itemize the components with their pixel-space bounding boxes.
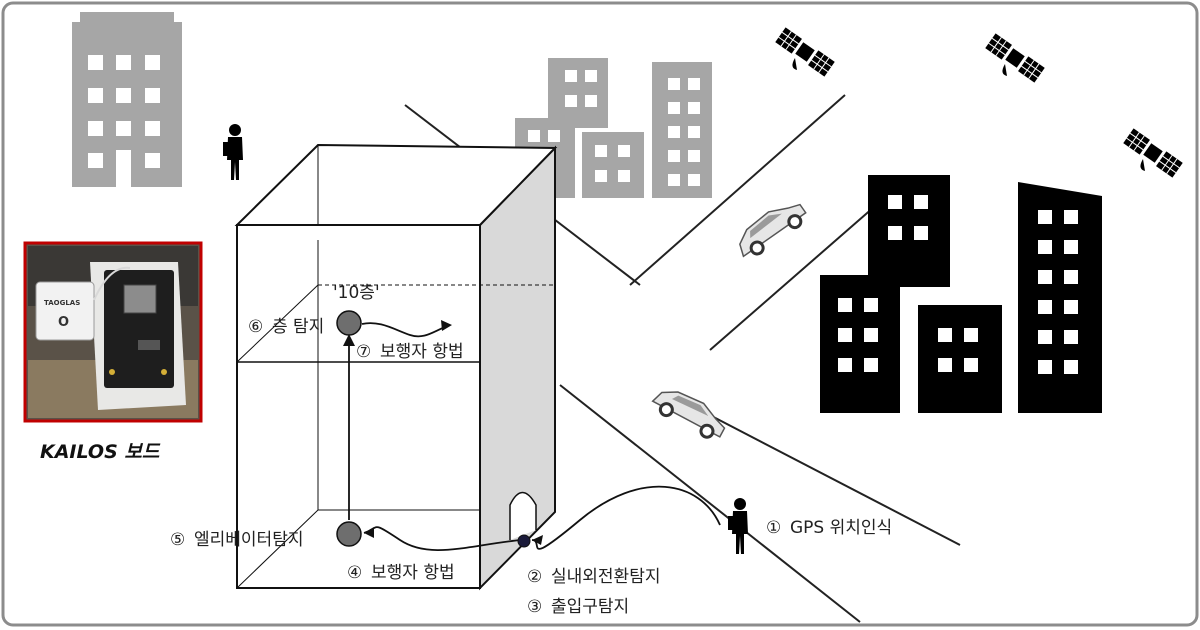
pedestrian-icon (728, 498, 748, 554)
chip-brand: TAOGLAS (44, 299, 80, 307)
chip-mark: O (58, 315, 69, 330)
step-4-num: ④ (347, 563, 362, 583)
step-3-num: ③ (527, 597, 542, 617)
step-6-text: 층 탐지 (272, 317, 324, 337)
step-2-text: 실내외전환탐지 (551, 567, 660, 587)
entrance-detection-node (517, 534, 531, 548)
step-1-text: GPS 위치인식 (790, 518, 892, 538)
step-3-text: 출입구탐지 (551, 597, 629, 617)
step-7-num: ⑦ (356, 342, 371, 362)
step-5-num: ⑤ (170, 530, 185, 550)
satellite-icon (774, 26, 836, 78)
satellite-icon (1122, 127, 1184, 179)
kailos-board-photo: TAOGLAS O (23, 241, 203, 423)
step-5-text: 엘리베이터탐지 (194, 530, 303, 550)
step-4-text: 보행자 항법 (371, 563, 455, 583)
car-icon (647, 380, 732, 445)
gray-building-left (72, 12, 182, 187)
black-building-cluster (820, 175, 1102, 413)
pedestrian-icon (223, 124, 243, 180)
car-icon (729, 193, 812, 264)
satellite-icon (984, 32, 1046, 84)
indoor-building (234, 143, 558, 591)
floor-label: '10층' (333, 283, 380, 303)
step-6-num: ⑥ (248, 317, 263, 337)
elevator-detection-node (336, 521, 362, 547)
board-caption: KAILOS 보드 (40, 441, 161, 463)
floor-detection-node (336, 310, 362, 336)
step-1-num: ① (766, 518, 781, 538)
navigation-paths (348, 322, 721, 551)
step-2-num: ② (527, 567, 542, 587)
step-7-text: 보행자 항법 (380, 342, 464, 362)
